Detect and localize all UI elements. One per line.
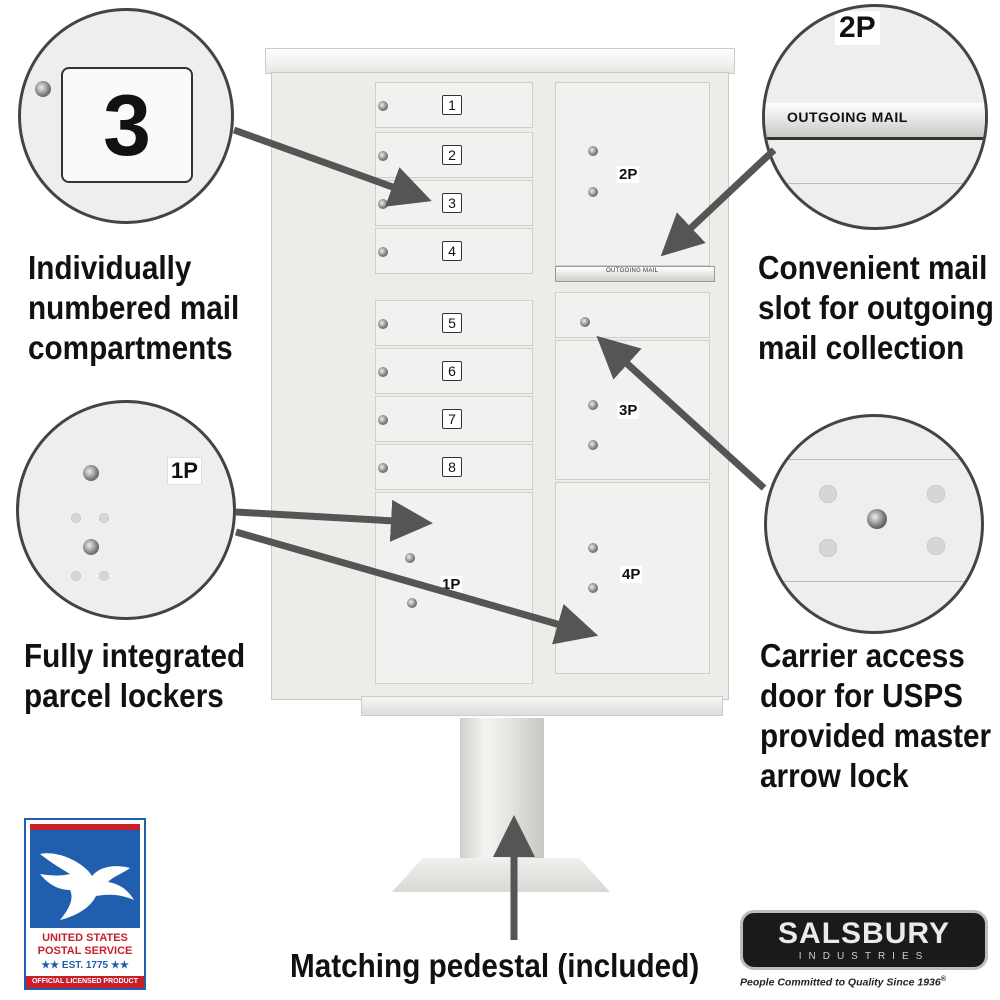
zoom-outgoing-label: OUTGOING MAIL: [787, 109, 908, 125]
pedestal-base: [392, 858, 610, 892]
door-number-5: 5: [442, 313, 462, 333]
rivet-icon: [71, 513, 81, 523]
lock-icon: [83, 539, 99, 555]
arrow-to-door-3: [232, 126, 432, 207]
cabinet-base: [361, 696, 723, 716]
lock-icon: [378, 463, 388, 473]
door-seam: [765, 183, 985, 184]
door-number-8: 8: [442, 457, 462, 477]
arrow-lock-icon: [867, 509, 887, 529]
zoom-circle-number: 3: [18, 8, 234, 224]
lock-icon: [83, 465, 99, 481]
rivet-icon: [819, 485, 837, 503]
rivet-icon: [71, 571, 81, 581]
zoom-circle-carrier-lock: [764, 414, 984, 634]
lock-icon: [588, 440, 598, 450]
arrow-to-parcel-1p: [235, 499, 433, 542]
arrow-to-outgoing-slot: [660, 147, 777, 257]
caption-numbered-compartments: Individually numbered mail compartments: [28, 249, 240, 366]
lock-icon: [378, 101, 388, 111]
outgoing-slot-label: OUTGOING MAIL: [606, 268, 659, 274]
door-number-1: 1: [442, 95, 462, 115]
door-edge: [767, 581, 981, 582]
rivet-icon: [99, 513, 109, 523]
lock-icon: [378, 247, 388, 257]
door-number-2: 2: [442, 145, 462, 165]
lock-icon: [588, 146, 598, 156]
rivet-icon: [819, 539, 837, 557]
caption-outgoing-slot: Convenient mail slot for outgoing mail c…: [758, 249, 994, 366]
arrow-to-carrier-door: [596, 335, 767, 491]
lock-icon: [588, 543, 598, 553]
rivet-icon: [927, 485, 945, 503]
door-number-4: 4: [442, 241, 462, 261]
zoom-number: 3: [103, 78, 151, 174]
salsbury-name: SALSBURY: [778, 917, 950, 950]
lock-icon: [378, 367, 388, 377]
parcel-tag-2p: 2P: [617, 166, 640, 183]
caption-pedestal: Matching pedestal (included): [290, 947, 700, 984]
lock-icon: [588, 400, 598, 410]
lock-icon: [405, 553, 415, 563]
door-number-3: 3: [442, 193, 462, 213]
zoom-circle-parcel: 1P: [16, 400, 236, 620]
caption-carrier-access: Carrier access door for USPS provided ma…: [760, 637, 992, 794]
eagle-icon: [30, 824, 140, 920]
outgoing-mail-slot[interactable]: [555, 266, 715, 282]
usps-line-3: ★★ EST. 1775 ★★: [41, 960, 129, 971]
arrow-to-parcel-4p: [235, 528, 599, 645]
lock-icon: [35, 81, 51, 97]
rivet-icon: [927, 537, 945, 555]
slot-edge: [765, 103, 985, 140]
door-edge: [767, 459, 981, 460]
lock-icon: [378, 415, 388, 425]
zoom-1p-tag: 1P: [167, 457, 202, 485]
carrier-access-door[interactable]: [555, 292, 710, 338]
arrow-lock-icon: [580, 317, 590, 327]
door-number-6: 6: [442, 361, 462, 381]
lock-icon: [588, 583, 598, 593]
usps-licensed-logo: UNITED STATES POSTAL SERVICE ★★ EST. 177…: [24, 818, 146, 990]
rivet-icon: [99, 571, 109, 581]
salsbury-logo: SALSBURY INDUSTRIES: [740, 910, 988, 970]
number-plate: [61, 67, 193, 183]
caption-parcel-lockers: Fully integrated parcel lockers: [24, 637, 246, 714]
zoom-circle-outgoing: 2P OUTGOING MAIL: [762, 4, 988, 230]
lock-icon: [407, 598, 417, 608]
zoom-2p-tag: 2P: [835, 11, 880, 45]
usps-line-2: POSTAL SERVICE: [37, 945, 133, 957]
lock-icon: [378, 151, 388, 161]
lock-icon: [378, 199, 388, 209]
lock-icon: [588, 187, 598, 197]
salsbury-sub: INDUSTRIES: [798, 951, 930, 962]
registered-mark: ®: [940, 976, 946, 983]
door-number-7: 7: [442, 409, 462, 429]
usps-eagle-panel: [30, 824, 140, 928]
salsbury-tagline: People Committed to Quality Since 1936®: [740, 976, 946, 989]
usps-line-1: UNITED STATES: [42, 932, 128, 944]
lock-icon: [378, 319, 388, 329]
usps-line-4: OFFICIAL LICENSED PRODUCT: [26, 976, 144, 988]
parcel-tag-4p: 4P: [620, 566, 643, 583]
parcel-tag-3p: 3P: [617, 402, 640, 419]
